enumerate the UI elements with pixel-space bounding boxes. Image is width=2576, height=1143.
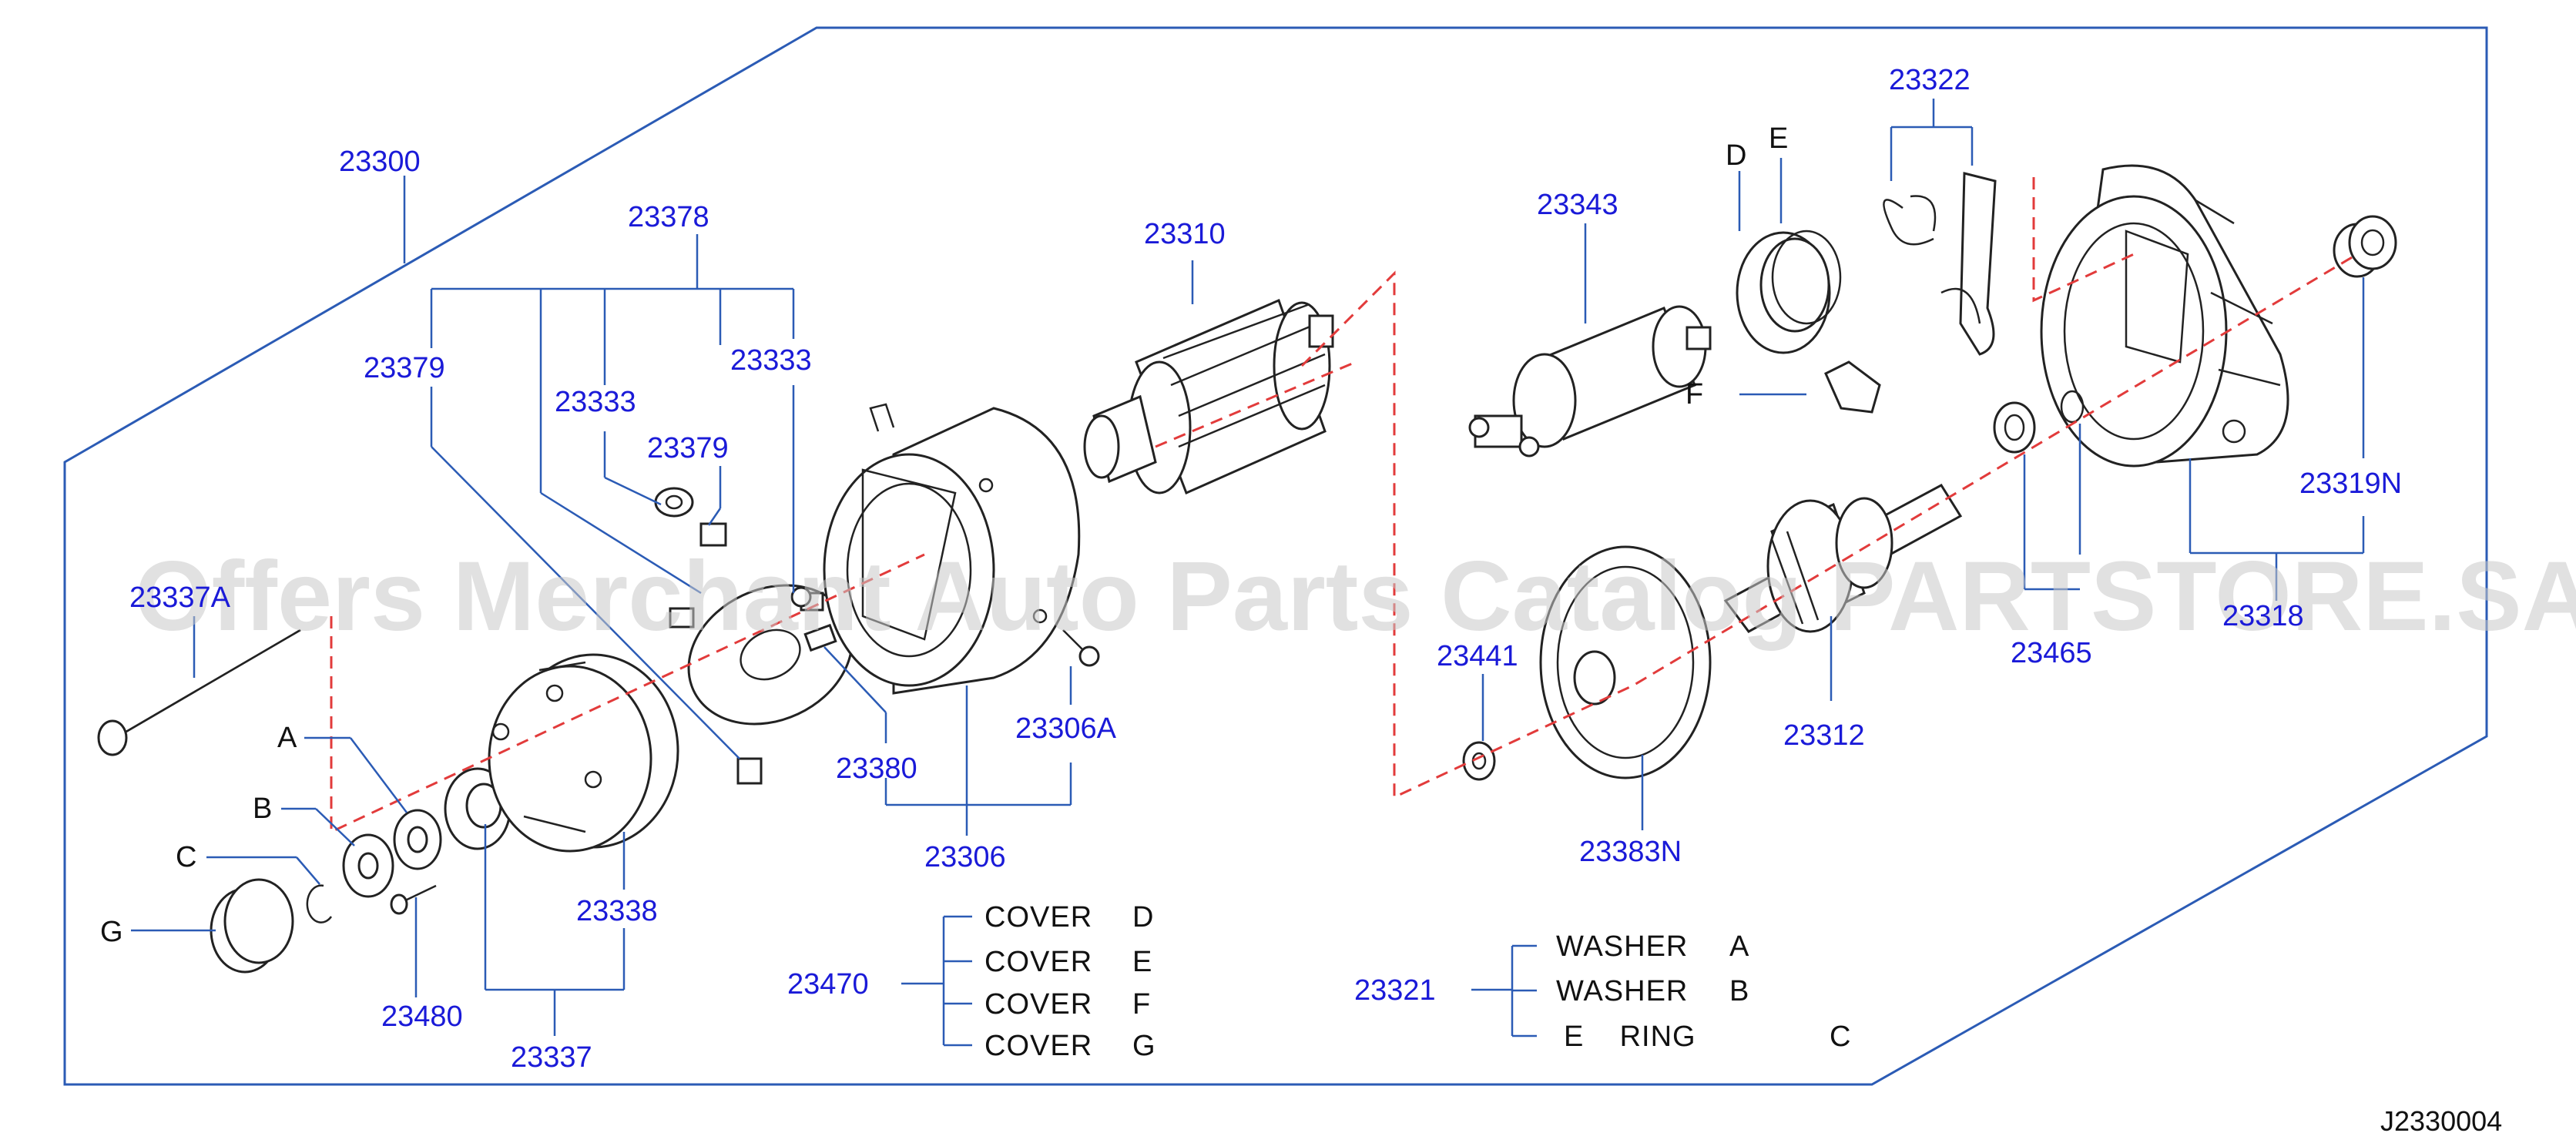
legend-23321-part-number[interactable]: 23321 xyxy=(1354,974,1436,1007)
watermark-text: Offers Merchant Auto Parts Catalog PARTS… xyxy=(135,541,2576,652)
legend-23470-row-1-name: COVER xyxy=(984,901,1092,934)
pinion-clutch-shape xyxy=(1723,484,1963,633)
diagram-frame xyxy=(63,26,2488,1086)
label-23333-right[interactable]: 23333 xyxy=(730,344,812,377)
label-23337a[interactable]: 23337A xyxy=(129,582,231,614)
brush-holder-shape xyxy=(669,584,854,726)
label-23338[interactable]: 23338 xyxy=(576,895,658,927)
assembly-axis-lines xyxy=(330,177,2358,834)
part-number-labels: 23300 23378 23379 23333 23333 23379 2331… xyxy=(129,64,2402,1074)
legend-23321-row-3-letter: C xyxy=(1830,1021,1851,1053)
brush-1-shape xyxy=(699,522,727,547)
legend-23470-part-number[interactable]: 23470 xyxy=(787,968,869,1001)
diagram-id-code: J2330004 xyxy=(2380,1105,2502,1137)
legend-23470: 23470 COVER D COVER E COVER F COVER G xyxy=(787,901,1156,1062)
label-23318[interactable]: 23318 xyxy=(2222,600,2304,632)
stop-ring-shape xyxy=(1993,390,2085,454)
label-23306a[interactable]: 23306A xyxy=(1015,712,1117,745)
legend-23321: 23321 WASHER A WASHER B E RING C xyxy=(1354,930,1851,1053)
legend-23321-row-3-name: E RING xyxy=(1564,1021,1696,1053)
legend-23321-row-1-name: WASHER xyxy=(1556,930,1688,963)
legend-23470-row-2-name: COVER xyxy=(984,946,1092,978)
bushing-shape xyxy=(2333,215,2397,278)
washer-a-shape xyxy=(393,809,442,870)
letter-g: G xyxy=(100,916,123,948)
legend-23321-row-2-name: WASHER xyxy=(1556,975,1688,1007)
e-ring-shape xyxy=(306,884,333,923)
brush-4-shape xyxy=(790,586,812,608)
label-23378[interactable]: 23378 xyxy=(628,201,709,233)
armature-shape xyxy=(1083,298,1334,495)
letter-a: A xyxy=(277,722,297,754)
legend-23321-row-2-letter: B xyxy=(1729,975,1749,1007)
label-23306[interactable]: 23306 xyxy=(924,841,1006,873)
label-23319n[interactable]: 23319N xyxy=(2299,468,2402,500)
label-23441[interactable]: 23441 xyxy=(1437,640,1518,672)
legend-23321-row-1-letter: A xyxy=(1729,930,1749,963)
label-23343[interactable]: 23343 xyxy=(1537,189,1618,221)
label-23379-right[interactable]: 23379 xyxy=(647,432,729,464)
legend-23470-row-3-name: COVER xyxy=(984,988,1092,1021)
cover-f-shape xyxy=(1824,360,1881,414)
brush-spring-shape xyxy=(654,487,694,518)
leader-lines xyxy=(131,99,2365,1047)
front-housing-shape xyxy=(2040,164,2289,468)
letter-c: C xyxy=(176,841,196,873)
label-23333-left[interactable]: 23333 xyxy=(555,386,636,418)
label-23312[interactable]: 23312 xyxy=(1783,719,1865,752)
legend-23470-row-4-name: COVER xyxy=(984,1030,1092,1062)
washer-b-shape xyxy=(342,833,394,898)
gear-plate-shape xyxy=(1539,545,1712,779)
letter-e: E xyxy=(1769,122,1788,155)
letter-f: F xyxy=(1685,378,1703,411)
yoke-shape xyxy=(823,403,1081,695)
label-23300[interactable]: 23300 xyxy=(339,146,421,178)
label-23379-left[interactable]: 23379 xyxy=(364,352,445,384)
label-23383n[interactable]: 23383N xyxy=(1579,836,1682,868)
label-23337[interactable]: 23337 xyxy=(511,1041,592,1074)
solenoid-shape xyxy=(1468,305,1712,458)
label-23465[interactable]: 23465 xyxy=(2011,637,2092,669)
label-23380[interactable]: 23380 xyxy=(836,753,917,785)
dust-cap-shape xyxy=(210,878,294,974)
letter-b: B xyxy=(253,793,272,825)
label-23322[interactable]: 23322 xyxy=(1889,64,1971,96)
rear-housing-shape xyxy=(488,653,679,853)
brush-2-shape xyxy=(736,757,763,785)
screw-23480-shape xyxy=(390,884,437,915)
legend-23470-row-2-letter: E xyxy=(1132,946,1152,978)
brush-3-shape xyxy=(803,623,837,652)
legend-23470-row-1-letter: D xyxy=(1132,901,1154,934)
cover-d-e-shape xyxy=(1736,230,1842,354)
idler-gear-shape xyxy=(1462,741,1496,781)
legend-23470-row-4-letter: G xyxy=(1132,1030,1156,1062)
legend-23470-row-3-letter: F xyxy=(1132,988,1151,1021)
lever-spring-shape xyxy=(1883,172,1997,356)
label-23310[interactable]: 23310 xyxy=(1144,218,1226,250)
reference-letters: A B C G D E F xyxy=(100,122,1788,948)
through-bolt-shape xyxy=(97,628,301,756)
screw-23306a-shape xyxy=(1062,629,1100,667)
letter-d: D xyxy=(1726,139,1746,172)
label-23480[interactable]: 23480 xyxy=(381,1001,463,1033)
